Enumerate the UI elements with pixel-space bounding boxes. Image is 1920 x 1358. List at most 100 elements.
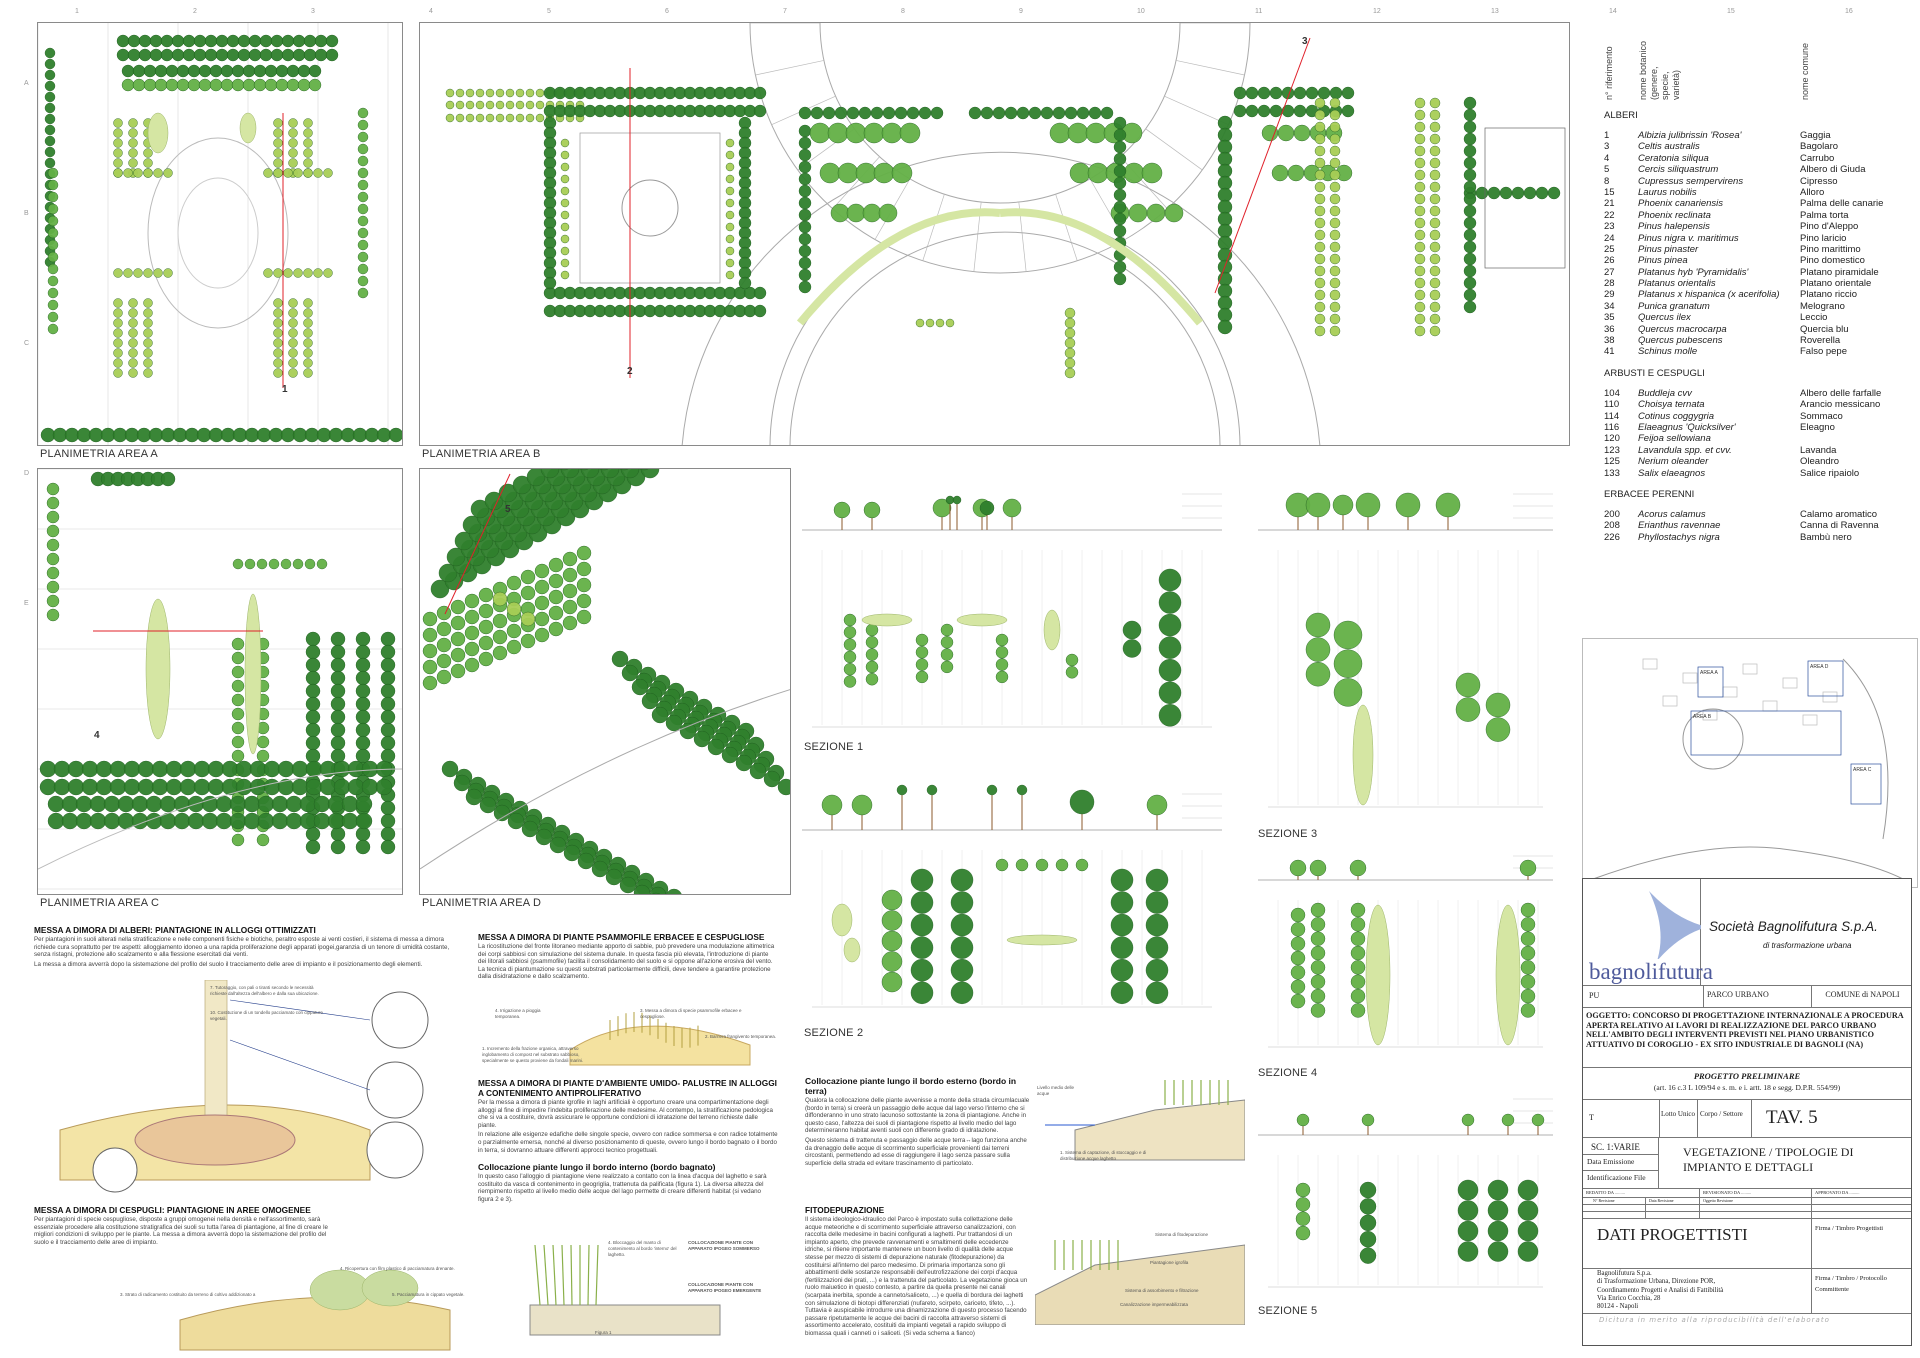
building	[1642, 658, 1658, 670]
tree-symbol	[878, 203, 898, 223]
tree-symbol	[313, 268, 323, 278]
tree-symbol	[116, 48, 130, 62]
tree-symbol	[1087, 162, 1109, 184]
tree-symbol	[270, 34, 284, 48]
tree-symbol	[361, 778, 379, 796]
tree-symbol	[193, 760, 211, 778]
tree-symbol	[75, 795, 93, 813]
tree-symbol	[526, 469, 546, 487]
note-wet-text-2: In relazione alle esigenze edafiche dell…	[478, 1131, 778, 1154]
client-line: Coordinamento Progetti e Analisi di Fatt…	[1597, 1286, 1724, 1294]
tree-symbol	[798, 106, 812, 120]
tree-symbol	[143, 358, 153, 368]
species-cell: 34	[1604, 300, 1615, 312]
tree-symbol	[113, 128, 123, 138]
tree-symbol	[1414, 121, 1426, 133]
rev-col-subject: Oggetto Revisione	[1703, 1198, 1733, 1203]
tree-symbol	[259, 48, 273, 62]
tree-symbol	[355, 839, 371, 855]
tree-symbol	[1064, 357, 1076, 369]
tree-symbol	[577, 852, 595, 870]
tree-symbol	[201, 812, 219, 830]
tree-symbol	[229, 812, 247, 830]
tree-symbol	[231, 721, 245, 735]
tree-symbol	[207, 760, 225, 778]
tree-symbol	[950, 913, 974, 937]
species-cell: Platanus x hispanica (x acerifolia)	[1638, 289, 1780, 301]
tree-symbol	[1310, 931, 1326, 946]
tree-symbol	[231, 64, 245, 78]
tree-symbol	[1314, 97, 1326, 109]
tree-symbol	[819, 162, 841, 184]
tree-symbol	[506, 601, 522, 617]
tree-symbol	[61, 812, 79, 830]
keymap-area-box	[1697, 666, 1724, 698]
tree-symbol	[281, 48, 295, 62]
tree-symbol	[1329, 241, 1341, 253]
tree-symbol	[303, 128, 313, 138]
tree-symbol	[256, 735, 270, 749]
tree-symbol	[215, 795, 233, 813]
tree-symbol	[881, 889, 903, 911]
tree-symbol	[470, 499, 490, 519]
tree-symbol	[464, 625, 480, 641]
tree-symbol	[1145, 913, 1169, 937]
tree-symbol	[1141, 162, 1163, 184]
building	[1782, 677, 1798, 689]
tree-symbol	[248, 34, 262, 48]
tree-symbol	[1113, 212, 1127, 226]
tree-symbol	[506, 575, 522, 591]
tree-symbol	[1075, 858, 1089, 872]
tree-symbol	[548, 589, 564, 605]
tree-symbol	[137, 760, 155, 778]
tree-symbol	[357, 275, 369, 287]
tree-symbol	[113, 168, 123, 178]
species-cell: Palma torta	[1800, 209, 1849, 221]
tree-symbol	[865, 660, 879, 674]
shrub-mass	[861, 613, 913, 627]
tree-symbol	[525, 113, 535, 123]
tree-symbol	[475, 113, 485, 123]
tree-symbol	[75, 812, 93, 830]
plan-area-b	[419, 22, 1570, 446]
tree-symbol	[1520, 960, 1536, 975]
tree-symbol	[725, 210, 735, 220]
tree-symbol	[1069, 789, 1095, 815]
tree-symbol	[450, 631, 466, 647]
tree-symbol	[450, 615, 466, 631]
shrub-mass	[1365, 904, 1391, 1046]
tree-symbol	[621, 664, 639, 682]
tree-symbol	[1547, 186, 1561, 200]
tree-symbol	[355, 696, 371, 712]
tree-symbol	[128, 128, 138, 138]
tree-symbol	[1487, 186, 1501, 200]
section-2-drawing	[802, 784, 1222, 1008]
tree-symbol	[128, 118, 138, 128]
species-cell: 15	[1604, 186, 1615, 198]
tree-symbol	[1305, 637, 1331, 662]
tree-symbol	[1520, 1003, 1536, 1018]
tree-symbol	[165, 760, 183, 778]
tree-symbol	[182, 34, 196, 48]
tree-symbol	[163, 268, 173, 278]
tree-symbol	[143, 158, 153, 168]
tree-symbol	[863, 501, 881, 519]
keymap-area-box	[1850, 763, 1882, 805]
tree-symbol	[1429, 181, 1441, 193]
tree-symbol	[950, 958, 974, 982]
tree-symbol	[915, 633, 929, 647]
tree-symbol	[380, 813, 396, 829]
tree-symbol	[1310, 974, 1326, 989]
section-3-label: SEZIONE 3	[1258, 828, 1318, 840]
rev-col-number: N° Revisione	[1593, 1198, 1615, 1203]
note-shrubs-title: MESSA A DIMORA DI CESPUGLI: PIANTAGIONE …	[34, 1205, 311, 1215]
tree-symbol	[160, 471, 176, 487]
callout: 2. Barriera frangivento temporanea.	[705, 1034, 777, 1039]
drawing-line	[922, 194, 945, 261]
species-cell: Schinus molle	[1638, 346, 1698, 358]
tree-symbol	[1314, 109, 1326, 121]
tree-symbol	[1145, 868, 1169, 892]
tree-symbol	[198, 78, 212, 92]
